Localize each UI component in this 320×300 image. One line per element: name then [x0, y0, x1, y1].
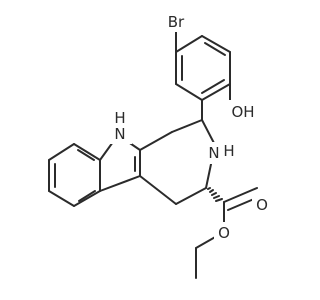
bond: [73, 190, 101, 207]
double-bond-inner: [78, 190, 96, 202]
bond: [175, 187, 207, 205]
bromine-label: Br: [168, 13, 185, 31]
hydroxyl-label: OH: [231, 103, 254, 121]
carbonyl-o-label-bg: [252, 194, 272, 216]
bond: [175, 83, 203, 101]
indole-n-label: N: [114, 125, 125, 143]
hash-line: [215, 198, 223, 202]
indole-h-label: H: [114, 109, 125, 127]
indole-h-label-bg: [108, 108, 132, 128]
double-bond-inner: [204, 42, 226, 56]
molecule-structure: Br OH H N N H O O: [48, 12, 272, 279]
hydroxyl-label-bg: [225, 100, 263, 124]
hash-line: [213, 195, 220, 199]
bromophenol-ring: [175, 29, 231, 101]
carbonyl-o-label: O: [256, 196, 268, 214]
double-bond-inner: [77, 149, 95, 161]
bond: [201, 83, 231, 101]
stereo-hashed-wedge: [207, 187, 223, 202]
amine-h-label: H: [223, 142, 234, 160]
bond: [201, 35, 231, 53]
indole-n-label-bg: [108, 124, 132, 144]
bond: [139, 131, 173, 151]
hash-line: [211, 192, 217, 196]
bond: [201, 119, 216, 146]
bond: [99, 175, 141, 192]
hash-line: [207, 187, 211, 190]
ester-o-label: O: [218, 224, 230, 242]
amine-n-label: N: [208, 144, 219, 162]
hash-line: [209, 189, 214, 193]
bond: [175, 35, 203, 53]
double-bond-inner: [201, 79, 225, 94]
bromine-label-bg: [160, 12, 194, 32]
bond: [73, 143, 101, 161]
amine-h-label-bg: [220, 140, 240, 162]
bond: [139, 175, 177, 205]
bond: [48, 143, 75, 161]
bond: [171, 119, 203, 133]
carbonyl-bond: [223, 187, 258, 203]
bond: [48, 190, 75, 207]
ester-o-label-bg: [214, 222, 234, 244]
